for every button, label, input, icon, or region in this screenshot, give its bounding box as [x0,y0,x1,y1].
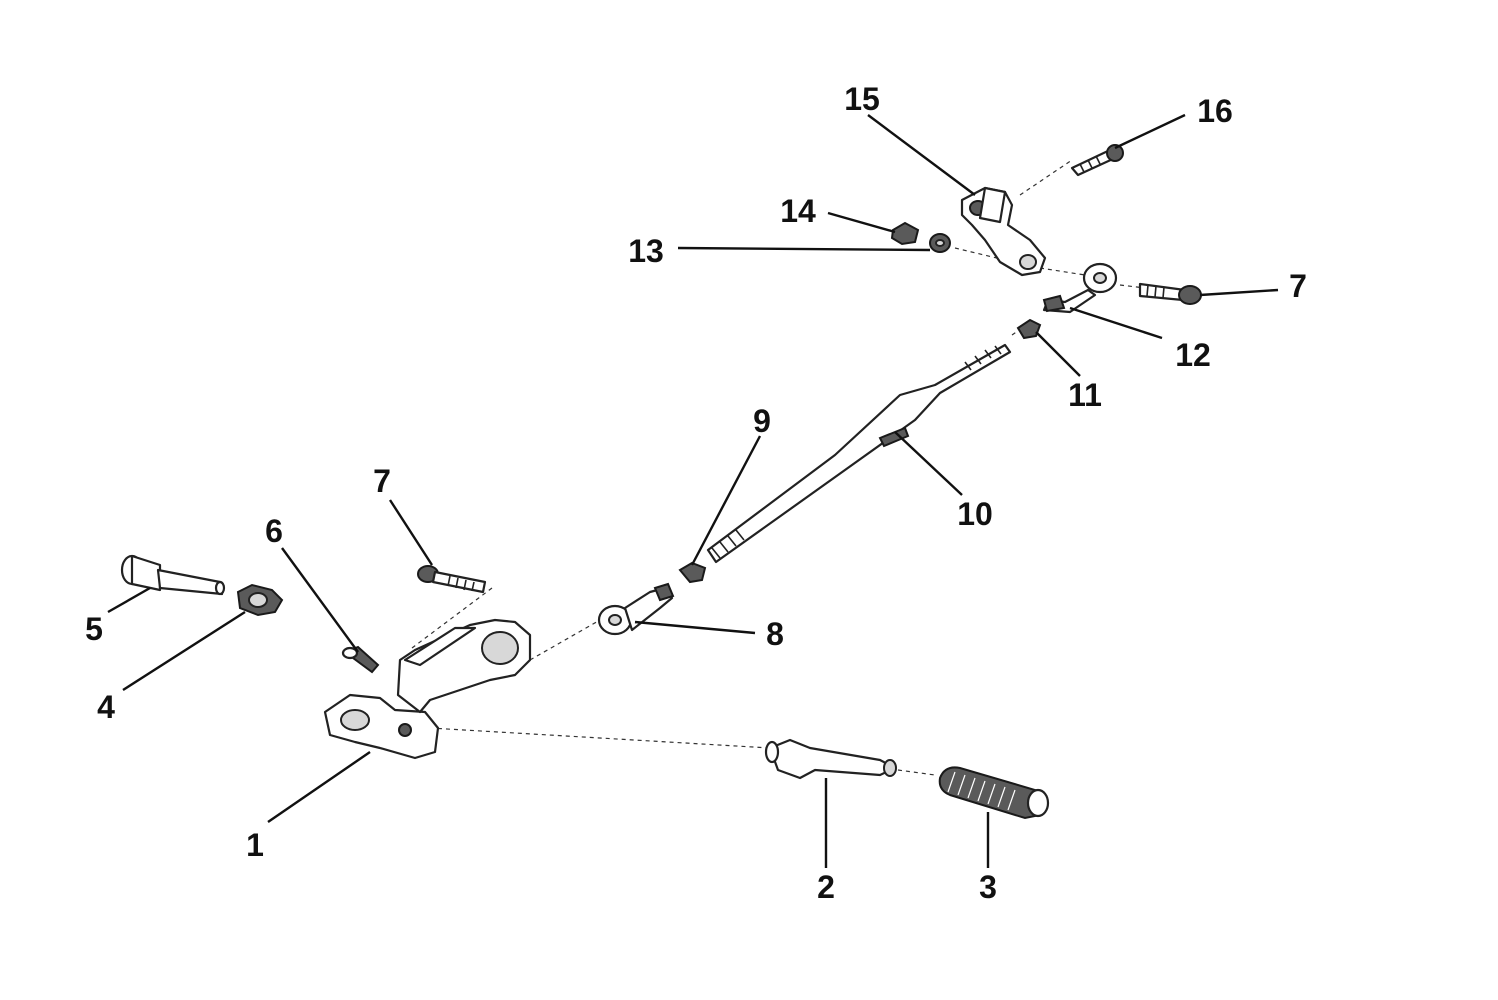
rod-end-lower [597,582,675,636]
shoulder-bolt [120,554,226,596]
leader-9 [690,435,762,566]
leader-7b [1199,288,1279,297]
leader-5 [107,586,151,614]
leader-16 [1114,113,1186,150]
callout-13: 13 [628,233,664,269]
callout-11: 11 [1068,377,1102,413]
shift-arm [960,186,1047,277]
small-bolt [341,645,380,674]
pivot-pin [764,738,897,780]
bolt-upper [1070,144,1124,177]
callout-12: 12 [1175,337,1211,373]
lock-nut-upper [1016,318,1042,340]
callout-3: 3 [979,869,997,905]
callout-9: 9 [753,403,771,439]
callout-5: 5 [85,611,103,647]
callout-16: 16 [1197,93,1233,129]
shift-lever-arm [323,618,532,760]
leader-4 [122,610,246,692]
callout-8: 8 [766,616,784,652]
bolt-right [1138,282,1202,305]
callout-7-right: 7 [1289,268,1307,304]
leader-12 [1069,306,1163,340]
leader-lines [107,113,1279,868]
leader-7a [388,499,434,566]
leader-11 [1035,331,1081,377]
leader-6 [281,547,359,653]
nut-left [236,583,284,617]
callout-14: 14 [780,193,816,229]
assembly-guide-lines [411,159,1146,776]
callout-10: 10 [957,496,993,532]
leader-14 [827,211,896,234]
lock-nut-lower [678,561,707,584]
shift-rod [706,343,1012,564]
callout-4: 4 [97,689,115,725]
nut-upper [890,221,920,246]
callout-6: 6 [265,513,283,549]
callout-7-left: 7 [373,463,391,499]
leader-15 [867,114,976,196]
foot-peg-rubber [938,766,1050,820]
rod-end-upper [1042,262,1118,314]
callout-labels: 1 2 3 4 5 6 7 7 8 9 10 11 12 13 14 15 16 [85,81,1307,905]
callout-15: 15 [844,81,880,117]
leader-10 [894,431,963,496]
washer [929,233,951,253]
callout-1: 1 [246,827,264,863]
leader-1 [267,751,371,823]
leader-8 [634,620,756,635]
leader-13 [677,246,931,252]
callout-2: 2 [817,869,835,905]
bolt-left [417,565,487,594]
